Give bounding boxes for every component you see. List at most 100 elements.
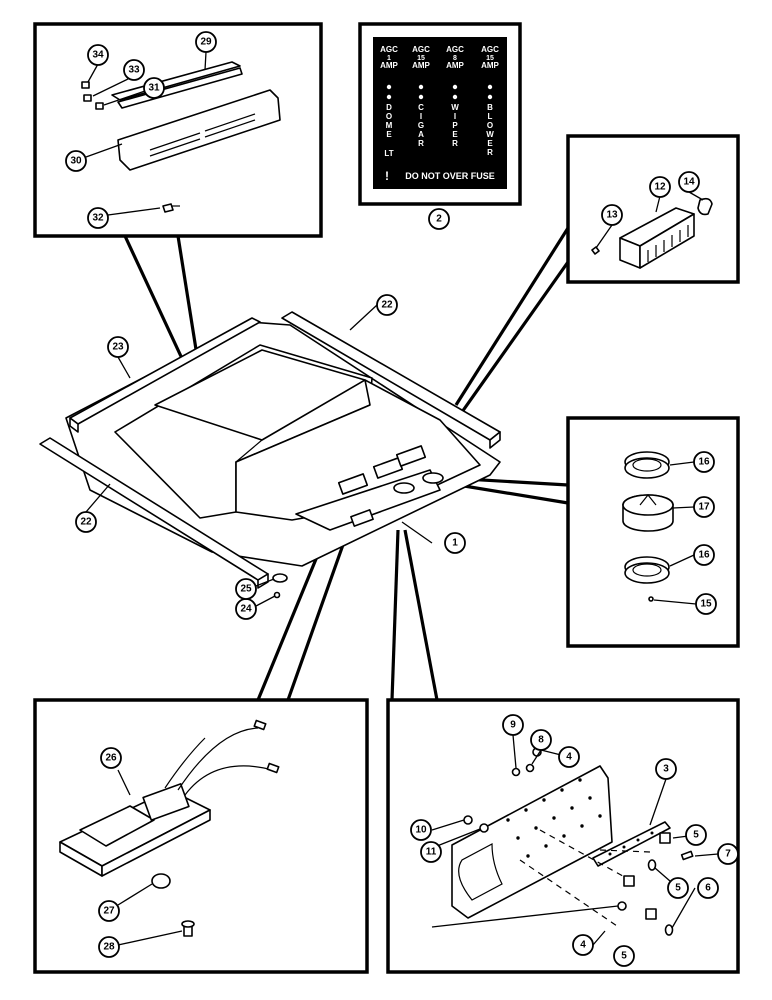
fuse-circuit-letter: R [452,139,458,148]
callout-27: 27 [98,900,120,922]
fuse-circuit-letter: P [452,121,458,130]
fuse-circuit-letter: E [452,130,458,139]
svg-text:4: 4 [580,940,586,951]
svg-text:6: 6 [705,883,711,894]
callout-4b: 4 [572,934,594,956]
svg-text:3: 3 [663,764,669,775]
svg-text:17: 17 [698,502,710,513]
svg-text:4: 4 [566,752,572,763]
callout-4a: 4 [558,746,580,768]
callout-31: 31 [143,77,165,99]
fuse-circuit-letter: LT [384,149,393,158]
svg-text:1: 1 [452,538,458,549]
callout-22a: 22 [376,294,398,316]
svg-text:15: 15 [700,599,712,610]
svg-text:11: 11 [426,847,437,858]
fuse-decal [373,37,507,189]
fuse-circuit-letter: A [418,130,424,139]
svg-text:27: 27 [103,906,115,917]
svg-text:31: 31 [148,83,160,94]
fuse-rating-amps: 15 [486,55,494,62]
fuse-circuit-letter: B [487,103,493,112]
svg-text:32: 32 [92,213,104,224]
callout-32: 32 [87,207,109,229]
callout-3: 3 [655,758,677,780]
fuse-rating-unit: AMP [412,61,430,70]
callout-15: 15 [695,593,717,615]
callout-14: 14 [678,171,700,193]
callout-25: 25 [235,578,257,600]
fuse-circuit-letter: L [488,112,493,121]
callout-16b: 16 [693,544,715,566]
svg-text:7: 7 [725,849,731,860]
fuse-indicator-dot [487,84,493,90]
fuse-rating-unit: AMP [446,61,464,70]
fuse-circuit-letter: M [386,121,393,130]
svg-text:16: 16 [698,457,710,468]
callout-34: 34 [87,44,109,66]
fuse-indicator-dot [418,84,424,90]
svg-text:26: 26 [105,753,117,764]
detail-panel-louver [566,134,740,284]
fuse-circuit-letter: W [486,130,494,139]
fuse-circuit-letter: I [454,112,456,121]
svg-text:16: 16 [698,550,710,561]
warning-triangle-icon: ! [385,169,389,183]
svg-text:29: 29 [200,37,212,48]
fuse-indicator-dot [487,94,493,100]
svg-text:10: 10 [415,825,427,836]
callout-7: 7 [717,843,739,865]
svg-text:30: 30 [70,156,82,167]
fuse-rating-amps: 15 [417,55,425,62]
fuse-rating-unit: AMP [380,61,398,70]
callout-10: 10 [410,819,432,841]
fuse-rating-amps: 1 [387,55,391,62]
svg-text:12: 12 [654,182,666,193]
svg-text:25: 25 [240,584,252,595]
fuse-circuit-letter: O [487,121,493,130]
detail-panel-bracket [386,698,740,974]
fuse-rating-amps: 8 [453,55,457,62]
fuse-rating-type: AGC [446,45,464,54]
svg-text:24: 24 [240,604,252,615]
svg-text:5: 5 [693,830,699,841]
svg-text:9: 9 [510,720,516,731]
fuse-rating-type: AGC [412,45,430,54]
callout-22b: 22 [75,511,97,533]
callout-29: 29 [195,31,217,53]
callout-5b: 5 [667,877,689,899]
fuse-circuit-letter: E [386,130,392,139]
svg-text:5: 5 [621,951,627,962]
callout-24: 24 [235,598,257,620]
svg-text:28: 28 [103,942,115,953]
fuse-circuit-letter: O [386,112,392,121]
fuse-circuit-letter: R [487,148,493,157]
callout-2: 2 [428,208,450,230]
fuse-rating-type: AGC [481,45,499,54]
fuse-rating-unit: AMP [481,61,499,70]
callout-5c: 5 [613,945,635,967]
fuse-indicator-dot [418,94,424,100]
callout-1: 1 [444,532,466,554]
svg-text:14: 14 [683,177,695,188]
fuse-circuit-letter: I [420,112,422,121]
callout-23: 23 [107,336,129,358]
svg-text:23: 23 [112,342,124,353]
fuse-indicator-dot [386,84,392,90]
fuse-decal-panel: AGC1AMPDOMELTAGC15AMPCIGARAGC8AMPWIPERAG… [358,22,522,206]
svg-text:34: 34 [92,50,104,61]
fuse-indicator-dot [386,94,392,100]
callout-28: 28 [98,936,120,958]
callout-16a: 16 [693,451,715,473]
fuse-rating-type: AGC [380,45,398,54]
detail-panel-dome-lamp [33,698,369,974]
decal-warning-text: DO NOT OVER FUSE [405,171,495,181]
callout-5a: 5 [685,824,707,846]
bracket-holes [506,778,602,858]
svg-text:8: 8 [538,735,544,746]
callout-11: 11 [420,841,442,863]
callout-6: 6 [697,877,719,899]
svg-text:22: 22 [381,300,393,311]
fuse-circuit-letter: W [451,103,459,112]
